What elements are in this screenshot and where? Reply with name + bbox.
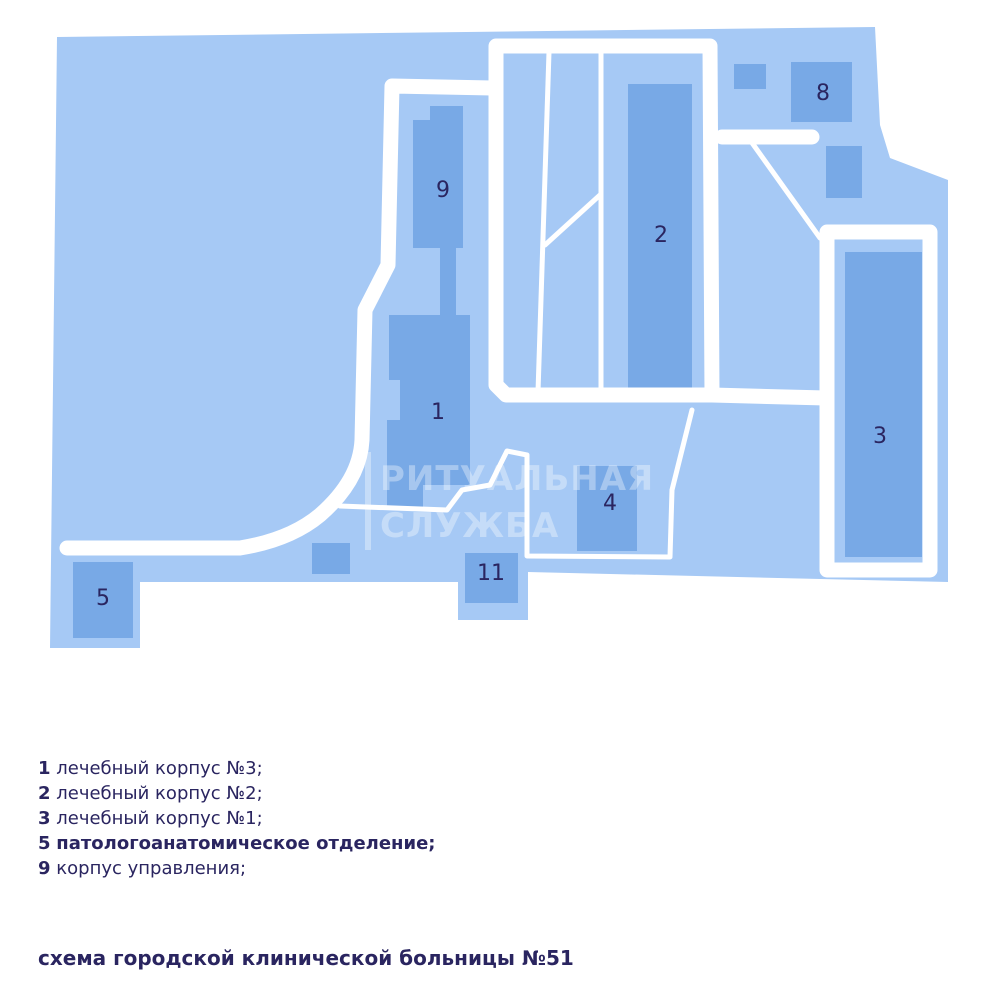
watermark-line-2: СЛУЖБА bbox=[380, 506, 559, 546]
legend-item: 2 лечебный корпус №2; bbox=[38, 781, 436, 806]
legend-number: 1 bbox=[38, 758, 51, 779]
legend-number: 9 bbox=[38, 858, 51, 879]
watermark-bar bbox=[365, 452, 371, 550]
map-legend: 1 лечебный корпус №3; 2 лечебный корпус … bbox=[38, 756, 436, 881]
small-building bbox=[312, 543, 350, 574]
building-11-label: 11 bbox=[477, 561, 505, 586]
watermark-line-1: РИТУАЛЬНАЯ bbox=[380, 459, 654, 499]
building-2-label: 2 bbox=[654, 223, 668, 248]
building-4-label: 4 bbox=[603, 491, 617, 516]
legend-text: лечебный корпус №3; bbox=[56, 758, 263, 779]
small-building bbox=[826, 146, 862, 198]
small-building bbox=[734, 64, 766, 89]
legend-item: 3 лечебный корпус №1; bbox=[38, 806, 436, 831]
legend-text: патологоанатомическое отделение; bbox=[56, 833, 436, 854]
roads bbox=[59, 38, 938, 578]
building-8[interactable] bbox=[791, 62, 852, 122]
building-4[interactable] bbox=[577, 466, 637, 551]
building-5[interactable] bbox=[73, 562, 133, 638]
building-3[interactable] bbox=[845, 252, 922, 557]
building-11[interactable] bbox=[465, 553, 518, 603]
paths bbox=[337, 49, 823, 560]
legend-text: лечебный корпус №1; bbox=[56, 808, 263, 829]
legend-text: корпус управления; bbox=[56, 858, 247, 879]
legend-number: 5 bbox=[38, 833, 51, 854]
building-1-label: 1 bbox=[431, 400, 445, 425]
building-5-label: 5 bbox=[96, 586, 110, 611]
legend-item: 5 патологоанатомическое отделение; bbox=[38, 831, 436, 856]
legend-text: лечебный корпус №2; bbox=[56, 783, 263, 804]
building-1[interactable] bbox=[387, 315, 470, 508]
hospital-site-map: РИТУАЛЬНАЯ СЛУЖБА 9 1 2 3 4 5 8 11 bbox=[50, 27, 948, 648]
legend-number: 2 bbox=[38, 783, 51, 804]
building-3-label: 3 bbox=[873, 424, 887, 449]
building-9-label: 9 bbox=[436, 178, 450, 203]
legend-number: 3 bbox=[38, 808, 51, 829]
building-8-label: 8 bbox=[816, 81, 830, 106]
building-2[interactable] bbox=[628, 84, 692, 392]
map-caption: схема городской клинической больницы №51 bbox=[38, 946, 574, 970]
legend-item: 1 лечебный корпус №3; bbox=[38, 756, 436, 781]
legend-item: 9 корпус управления; bbox=[38, 856, 436, 881]
building-9[interactable] bbox=[413, 106, 463, 316]
